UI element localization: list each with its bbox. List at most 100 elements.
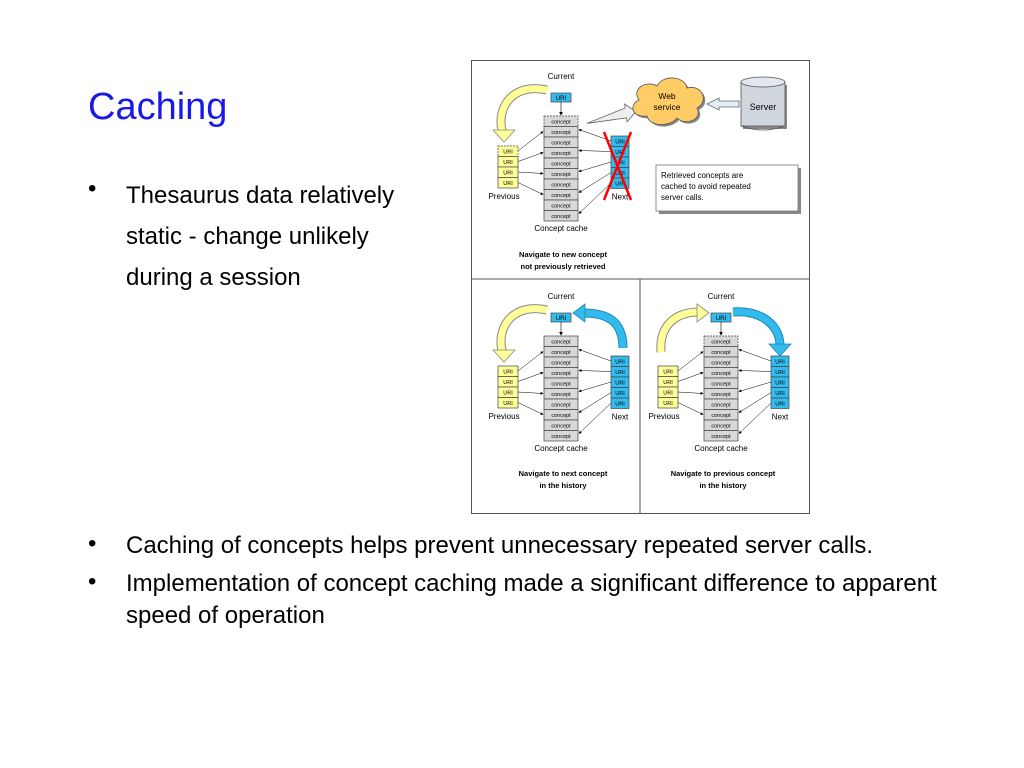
bullet-text: Caching of concepts helps prevent unnece… (126, 532, 874, 559)
previous-uri-box-label: URI (503, 181, 513, 187)
blue-arrow-head (768, 343, 792, 357)
yellow-arrow-head (696, 303, 710, 323)
next-link-arrow (578, 402, 612, 434)
next-uri-box-label: URI (615, 182, 625, 188)
concept-cache-row-label: concept (711, 371, 731, 377)
concept-cache-row-label: concept (551, 340, 571, 346)
blue-arrow-head (572, 303, 586, 323)
server-top (740, 76, 786, 88)
previous-uri-box-label: URI (663, 380, 673, 386)
concept-cache-row-label: concept (551, 214, 571, 220)
next-label: Next (612, 193, 629, 202)
next-uri-box-label: URI (775, 381, 785, 387)
next-uri-box-label: URI (615, 140, 625, 146)
next-label: Next (772, 413, 789, 422)
next-uri-box-label: URI (615, 402, 625, 408)
previous-uri-box-label: URI (503, 160, 513, 166)
next-uri-box-label: URI (775, 360, 785, 366)
concept-cache-row-label: concept (711, 382, 731, 388)
previous-uri-box-label: URI (503, 380, 513, 386)
concept-cache-row-label: concept (551, 413, 571, 419)
next-uri-box-label: URI (615, 150, 625, 156)
current-label: Current (708, 292, 735, 301)
next-link-arrow (578, 182, 612, 214)
previous-link-arrow (517, 151, 544, 162)
previous-label: Previous (648, 412, 679, 421)
next-uri-box-label: URI (775, 391, 785, 397)
next-link-arrow (578, 369, 612, 373)
previous-uri-box-label: URI (503, 150, 513, 156)
note-box (655, 164, 799, 212)
next-uri-box-label: URI (775, 402, 785, 408)
previous-link-arrow (517, 371, 544, 382)
previous-link-arrow (517, 131, 544, 152)
concept-cache-row-label: concept (551, 434, 571, 440)
previous-uri-box-label: URI (503, 370, 513, 376)
previous-link-arrow (517, 182, 544, 195)
concept-cache-row-label: concept (711, 392, 731, 398)
bullet-item: • Thesaurus data relatively static - cha… (88, 175, 418, 298)
previous-link-arrow (517, 402, 544, 415)
concept-cache-row-label: concept (711, 340, 731, 346)
current-label: Current (548, 72, 575, 81)
next-link-arrow (578, 392, 612, 413)
bullet-dot: • (88, 175, 97, 202)
previous-link-arrow (677, 402, 704, 415)
server-bottom (740, 125, 786, 131)
next-link-arrow (738, 402, 772, 434)
next-uri-box-label: URI (775, 370, 785, 376)
current-uri-box-label: URI (716, 316, 727, 322)
previous-uri-box-label: URI (663, 370, 673, 376)
red-cross-line (602, 131, 633, 201)
previous-uri-box-label: URI (663, 401, 673, 407)
bullet-item: • Caching of concepts helps prevent unne… (88, 530, 968, 562)
concept-cache-row-label: concept (551, 120, 571, 126)
next-uri-box-label: URI (615, 360, 625, 366)
concept-cache-row-label: concept (711, 403, 731, 409)
previous-link-arrow (677, 351, 704, 372)
concept-cache-row-label: concept (551, 350, 571, 356)
bullet-item: • Implementation of concept caching made… (88, 568, 968, 632)
concept-cache-row (543, 210, 579, 222)
note-text: cached to avoid repeated (661, 182, 751, 191)
next-link-arrow (578, 172, 612, 193)
concept-cache-row-label: concept (711, 434, 731, 440)
previous-uri-box-label: URI (503, 171, 513, 177)
concept-cache-row-label: concept (551, 141, 571, 147)
previous-link-arrow (517, 171, 544, 175)
panel-caption-line1: Navigate to new concept (519, 250, 607, 259)
yellow-arrow-head (492, 129, 516, 143)
yellow-arrow-head (492, 349, 516, 363)
concept-cache-row-label: concept (711, 413, 731, 419)
next-link-arrow (738, 392, 772, 413)
note-text: server calls. (661, 193, 704, 202)
concept-cache-row-label: concept (551, 172, 571, 178)
concept-cache-row-label: concept (551, 392, 571, 398)
yellow-curved-arrow (657, 308, 700, 353)
web-service-label-line1: Web (658, 91, 676, 101)
next-uri-box-label: URI (615, 370, 625, 376)
previous-uri-box-label: URI (663, 391, 673, 397)
panel-caption-line2: not previously retrieved (520, 262, 605, 271)
concept-cache-row-label: concept (551, 361, 571, 367)
panel-caption-line2: in the history (699, 481, 747, 490)
previous-link-arrow (517, 391, 544, 395)
next-link-arrow (578, 381, 612, 393)
concept-cache-row-label: concept (551, 371, 571, 377)
previous-label: Previous (488, 412, 519, 421)
next-link-arrow (738, 348, 772, 362)
web-service-label-line2: service (654, 102, 681, 112)
slide-title: Caching (88, 86, 228, 128)
next-link-arrow (738, 381, 772, 393)
next-uri-box-label: URI (615, 391, 625, 397)
concept-cache-row-label: concept (551, 204, 571, 210)
concept-cache-row-label: concept (551, 193, 571, 199)
current-uri-box-label: URI (556, 316, 567, 322)
concept-cache-row-label: concept (711, 361, 731, 367)
next-label: Next (612, 413, 629, 422)
panel-caption-line1: Navigate to next concept (519, 469, 608, 478)
concept-cache-row-label: concept (711, 424, 731, 430)
next-uri-box-label: URI (615, 381, 625, 387)
concept-cache-label: Concept cache (694, 444, 748, 453)
bullet-dot: • (88, 568, 97, 595)
